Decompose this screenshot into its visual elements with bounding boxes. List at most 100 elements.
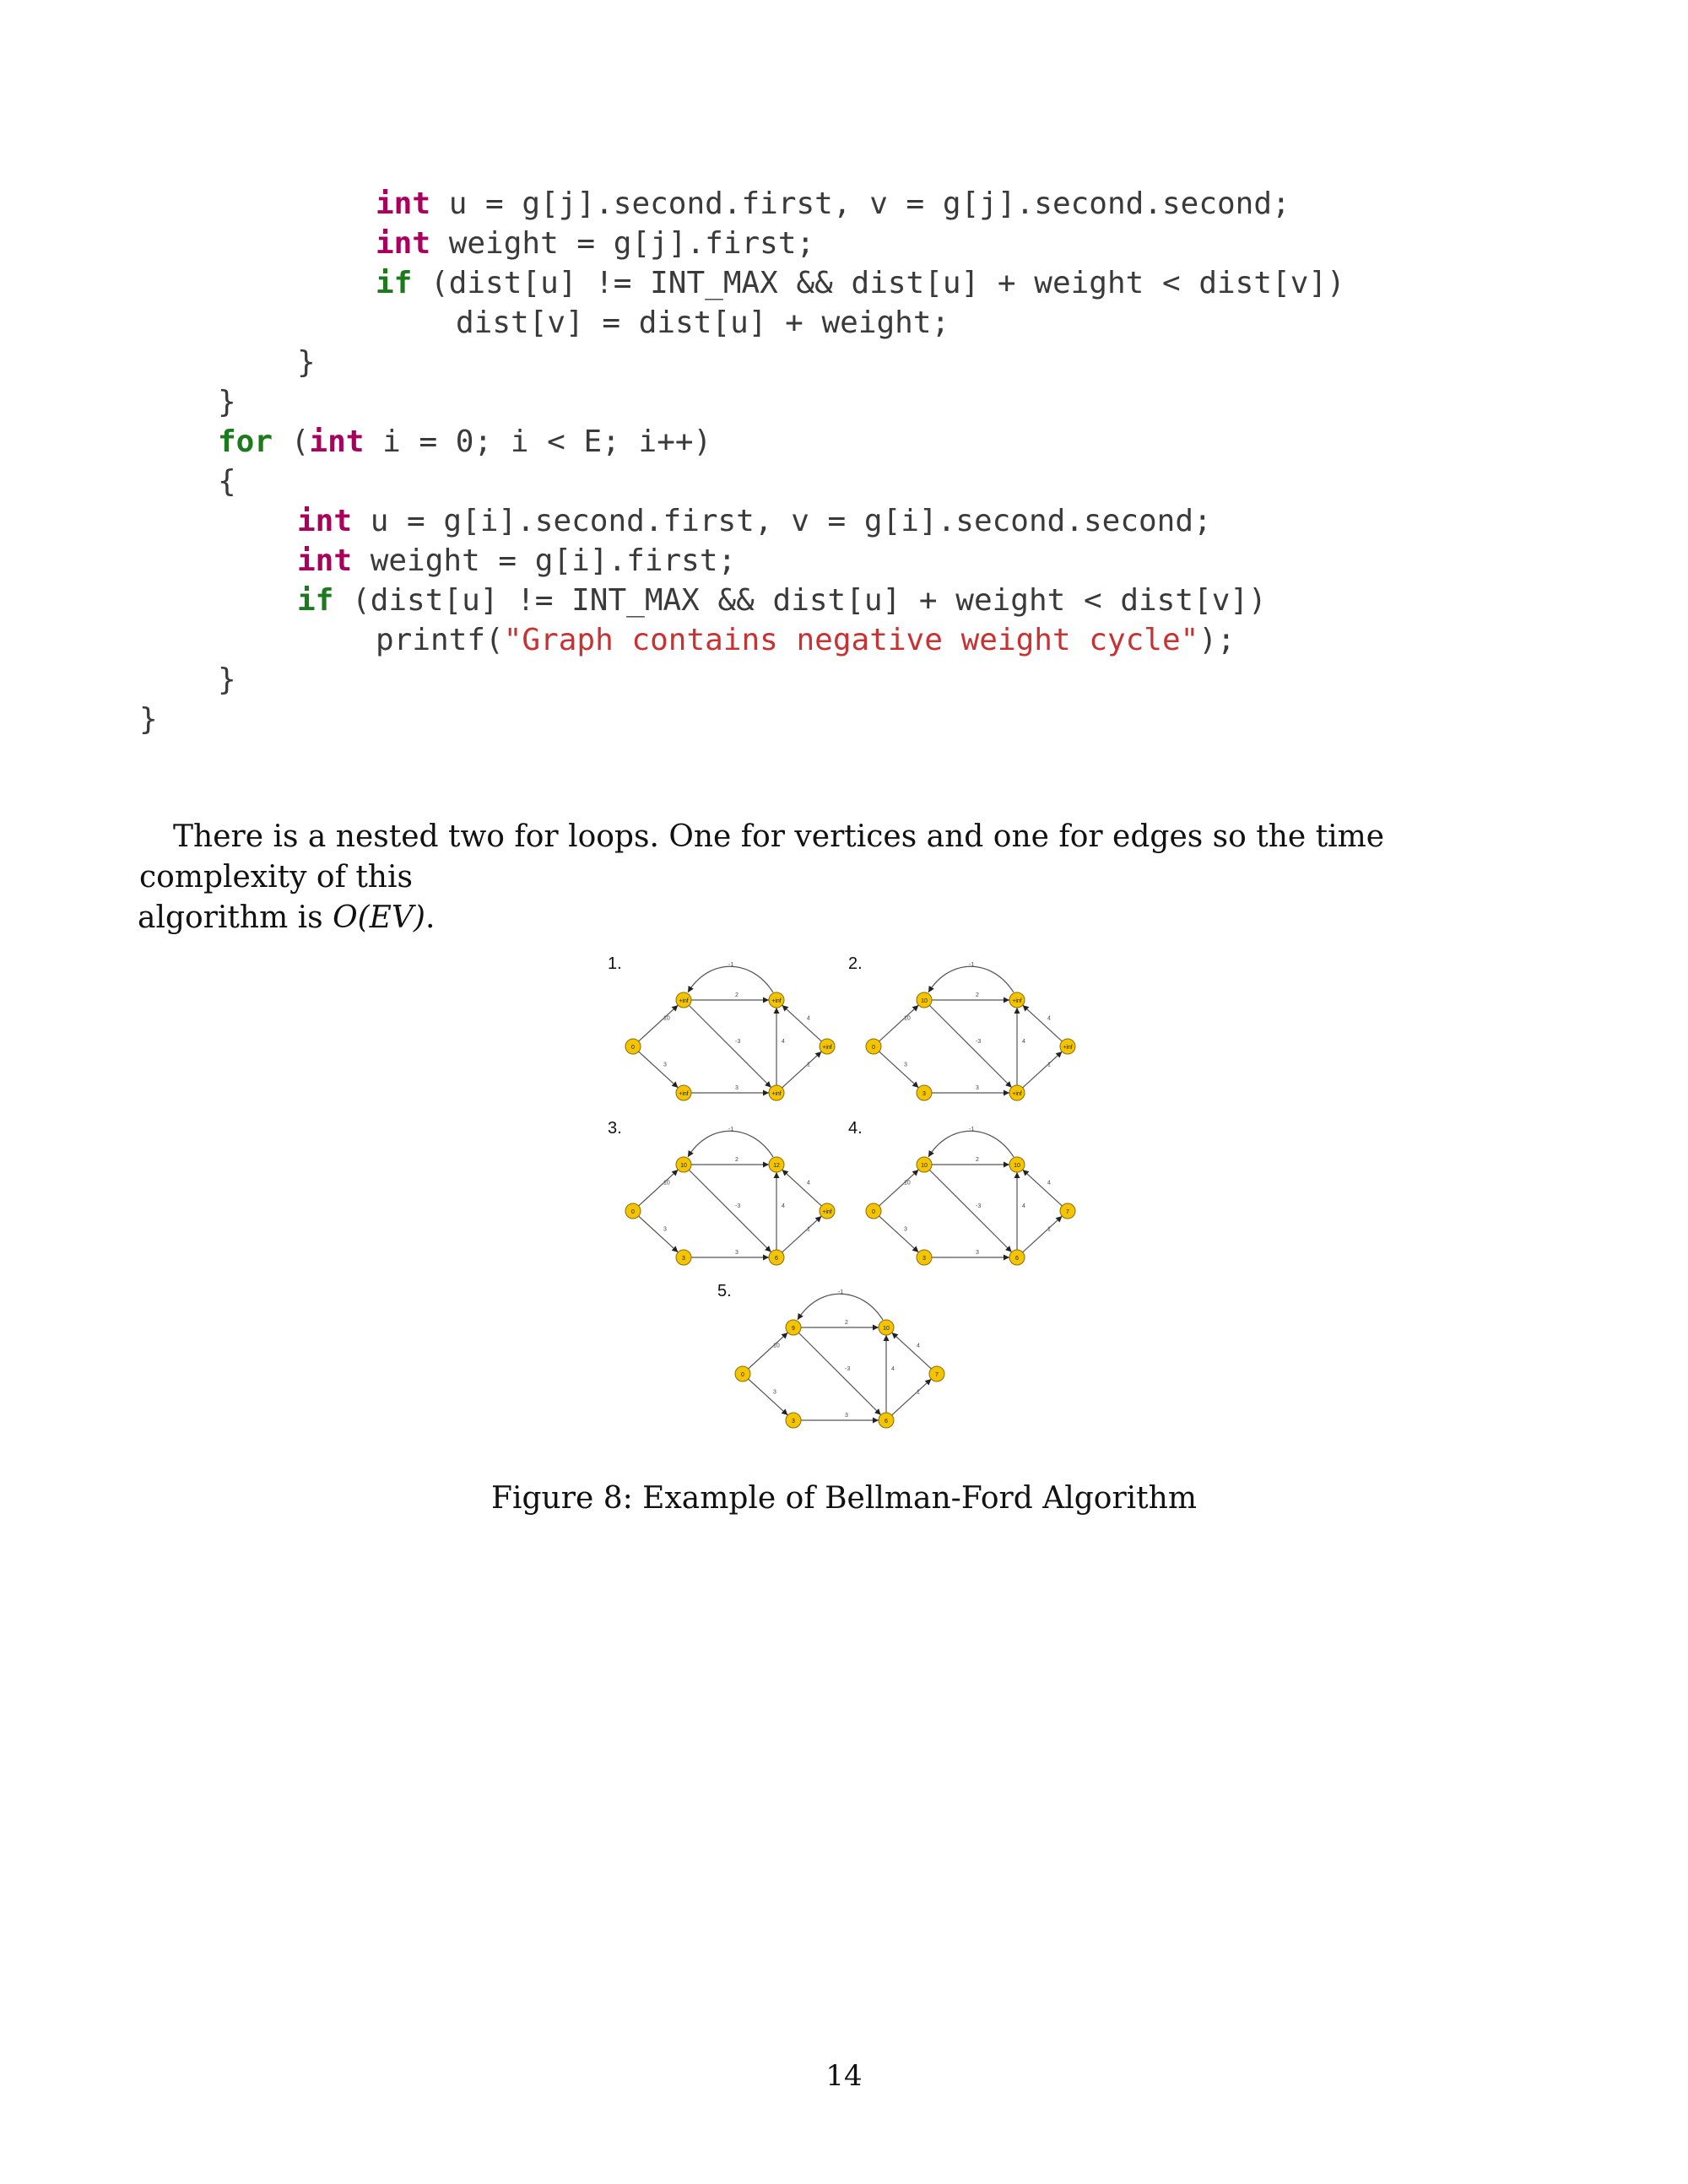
graph-node: [1009, 992, 1025, 1008]
node-distance-label: 6: [885, 1419, 888, 1424]
node-distance-label: +inf: [771, 998, 782, 1004]
graph-node: [1059, 1203, 1076, 1219]
node-distance-label: +inf: [1012, 1091, 1022, 1097]
code-block: int u = g[j].second.first, v = g[j].seco…: [0, 0, 1345, 737]
graph-node: [916, 1084, 933, 1101]
node-distance-label: 0: [872, 1045, 875, 1051]
edge-weight-label: 3: [773, 1390, 776, 1396]
graph-node: [675, 992, 692, 1008]
code-line: int weight = g[i].first;: [297, 543, 737, 578]
code-line: if (dist[u] != INT_MAX && dist[u] + weig…: [297, 583, 1267, 618]
code-keyword: int: [297, 504, 353, 538]
edge-weight-label: 10: [904, 1016, 911, 1022]
edge-weight-label: 4: [782, 1039, 785, 1045]
edge-weight-label: 3: [663, 1062, 667, 1068]
graph-edge: [797, 1293, 884, 1321]
graph-edge: [688, 1004, 772, 1089]
paragraph-text: .: [425, 900, 436, 935]
node-distance-label: 0: [631, 1045, 635, 1051]
node-distance-label: 0: [741, 1372, 744, 1378]
panel-label: 3.: [608, 1119, 622, 1138]
edge-weight-label: 2: [735, 1157, 738, 1163]
graph-edge: [782, 1169, 822, 1207]
paragraph-line: There is a nested two for loops. One for…: [139, 819, 1385, 895]
node-distance-label: +inf: [1012, 998, 1022, 1004]
edge-weight-label: 1: [807, 1227, 810, 1233]
panel-label: 1.: [608, 954, 622, 973]
node-distance-label: 10: [1014, 1163, 1020, 1169]
node-distance-label: 0: [631, 1209, 635, 1215]
graph-edge: [928, 1169, 1013, 1253]
code-keyword: if: [376, 266, 413, 300]
edge-weight-label: 3: [904, 1062, 907, 1068]
body-paragraph: There is a nested two for loops. One for…: [138, 817, 1557, 938]
node-distance-label: 9: [792, 1326, 795, 1332]
code-keyword: int: [297, 543, 353, 578]
node-distance-label: 10: [680, 1163, 687, 1169]
node-distance-label: 6: [1015, 1256, 1019, 1262]
node-distance-label: 3: [682, 1256, 685, 1262]
node-distance-label: 7: [935, 1372, 939, 1378]
graph-edge: [688, 1169, 772, 1253]
code-line: {: [218, 464, 236, 499]
node-distance-label: 12: [773, 1163, 780, 1169]
edge-weight-label: 3: [735, 1250, 738, 1256]
edge-weight-label: 10: [663, 1181, 670, 1187]
graph-node: [768, 1156, 785, 1173]
edge-weight-label: -1: [969, 1127, 974, 1133]
edge-weight-label: 4: [917, 1343, 920, 1349]
edge-weight-label: 3: [976, 1250, 979, 1256]
edge-weight-label: -1: [728, 962, 733, 968]
edge-weight-label: 2: [976, 1157, 979, 1163]
graph-node: [785, 1412, 802, 1429]
node-distance-label: 10: [921, 1163, 928, 1169]
node-distance-label: 6: [775, 1256, 778, 1262]
edge-weight-label: 3: [735, 1085, 738, 1091]
graph-node: [865, 1038, 882, 1055]
graph-edge: [928, 965, 1014, 993]
graph-edge: [638, 1004, 679, 1042]
graph-node: [734, 1365, 751, 1382]
graph-edge: [782, 1051, 822, 1089]
graph-edge: [1022, 1004, 1063, 1042]
edge-weight-label: 4: [891, 1366, 895, 1372]
graph-node: [819, 1203, 836, 1219]
code-keyword: for: [218, 424, 273, 459]
code-line: dist[v] = dist[u] + weight;: [456, 305, 950, 340]
graph-edge: [1022, 1169, 1063, 1207]
graph-node: [819, 1038, 836, 1055]
edge-weight-label: 10: [773, 1343, 780, 1349]
graph-node: [785, 1319, 802, 1336]
edge-weight-label: 4: [1047, 1181, 1051, 1187]
graph-edge: [879, 1051, 919, 1089]
code-keyword: int: [376, 187, 431, 221]
graph-node: [916, 1156, 933, 1173]
graph-edge: [687, 1130, 774, 1158]
graph-edge: [782, 1004, 822, 1042]
graph-node: [675, 1156, 692, 1173]
graph-edge: [638, 1215, 679, 1253]
graph-edge: [638, 1051, 679, 1089]
paragraph-line: algorithm is O(EV).: [138, 898, 1557, 938]
code-line: for (int i = 0; i < E; i++): [218, 424, 712, 459]
node-distance-label: 3: [792, 1419, 795, 1424]
graph-edge: [798, 1332, 882, 1416]
edge-weight-label: 3: [845, 1413, 848, 1419]
page-number: 14: [825, 2059, 863, 2093]
graph-edge: [782, 1215, 822, 1253]
graph-edge: [879, 1004, 919, 1042]
graph-edge: [891, 1332, 932, 1370]
panel-label: 2.: [848, 954, 863, 973]
edge-weight-label: -3: [976, 1039, 981, 1045]
graph-edge: [891, 1378, 932, 1416]
code-keyword: if: [297, 583, 334, 618]
graph-edge: [879, 1215, 919, 1253]
node-distance-label: 7: [1066, 1209, 1069, 1215]
edge-weight-label: 4: [807, 1181, 810, 1187]
node-distance-label: 3: [922, 1091, 926, 1097]
